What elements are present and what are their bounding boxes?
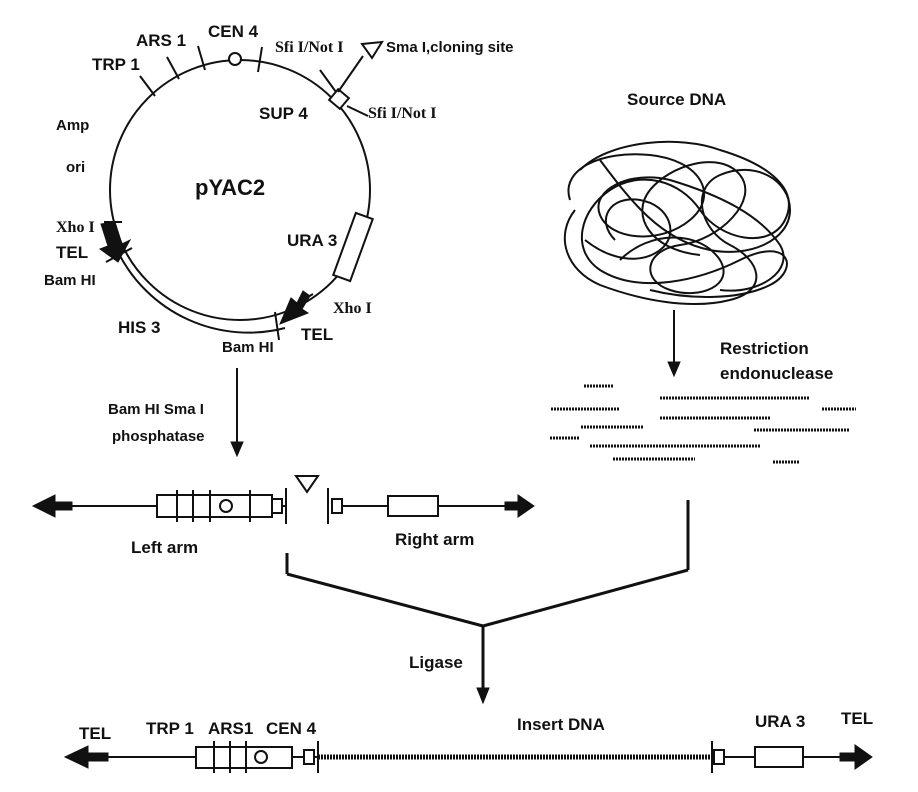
trp1-tick-b [166, 56, 180, 80]
final-cen4: CEN 4 [266, 719, 317, 738]
final-yac: TEL TRP 1 ARS1 CEN 4 Insert DNA URA 3 TE… [63, 709, 873, 773]
final-right-end-box [713, 749, 725, 765]
pyac2-plasmid: ARS 1 CEN 4 TRP 1 Sfi I/Not I Sma I,clon… [44, 22, 514, 356]
label-bam-bottom: Bam HI [222, 339, 274, 356]
cen4-tick [257, 46, 263, 73]
label-ars1: ARS 1 [136, 31, 186, 50]
label-ura3: URA 3 [287, 231, 337, 250]
final-left-end-box [303, 749, 315, 765]
vector-arms: Left arm Right arm [31, 475, 535, 557]
final-tel-right-arrow [839, 744, 873, 770]
digestion-step: Bam HI Sma I phosphatase [108, 368, 244, 458]
restriction-arrow-head [667, 361, 681, 378]
ligation-bracket: Ligase [285, 500, 690, 705]
left-arm-box [156, 494, 273, 518]
label-tel-left: TEL [56, 243, 88, 262]
label-left-arm: Left arm [131, 538, 198, 557]
label-ori: ori [66, 159, 85, 176]
right-arm-ura-box [387, 495, 439, 517]
final-tel-right: TEL [841, 709, 873, 728]
tel-left-arrow [98, 221, 132, 263]
final-left-box [195, 746, 293, 769]
cloning-site-triangle [294, 475, 320, 494]
label-cen4: CEN 4 [208, 22, 259, 41]
ligase-arrow-head [476, 687, 490, 705]
ura3-box [331, 211, 375, 283]
label-sfi-not-bottom: Sfi I/Not I [368, 105, 436, 122]
dna-fragments [550, 384, 856, 464]
final-ars1: ARS1 [208, 719, 253, 738]
label-sma-cloning: Sma I,cloning site [386, 39, 514, 56]
source-dna-title: Source DNA [627, 90, 726, 109]
sma-triangle [360, 40, 384, 60]
label-bam-left: Bam HI [44, 272, 96, 289]
sfi-top-leader [319, 69, 337, 93]
final-cen-circle [254, 750, 268, 764]
dna-tangle [563, 140, 792, 305]
label-right-arm: Right arm [395, 530, 474, 549]
label-xho-left: Xho I [56, 219, 95, 236]
tel-right-arrow [279, 290, 311, 325]
sma-leader [337, 55, 364, 93]
trp1-tick-a [139, 75, 156, 97]
bam-bottom-tick [274, 311, 280, 341]
plasmid-name: pYAC2 [195, 175, 265, 200]
label-amp: Amp [56, 117, 89, 134]
label-xho-right: Xho I [333, 300, 372, 317]
final-tel-left: TEL [79, 724, 111, 743]
cen4-circle-mark [228, 52, 242, 66]
label-tel-right: TEL [301, 325, 333, 344]
right-arm-end-box [331, 498, 343, 514]
sfi-bottom-leader [346, 105, 369, 117]
left-arm-cen-circle [219, 499, 233, 513]
restriction-line2: endonuclease [720, 364, 833, 383]
label-his3: HIS 3 [118, 318, 161, 337]
final-ura-box [754, 746, 804, 768]
final-trp1: TRP 1 [146, 719, 194, 738]
right-arm-tel-arrow [504, 494, 535, 518]
label-sfi-not-top: Sfi I/Not I [275, 39, 343, 56]
left-arm-end-box [271, 498, 283, 514]
sup4-box [327, 87, 351, 111]
final-insert: Insert DNA [517, 715, 605, 734]
his3-arc [117, 251, 286, 334]
digest-line2: phosphatase [112, 428, 205, 445]
label-trp1: TRP 1 [92, 55, 140, 74]
ars1-tick [197, 45, 206, 71]
label-ligase: Ligase [409, 653, 463, 672]
digest-arrow-head [230, 441, 244, 458]
digest-line1: Bam HI Sma I [108, 401, 204, 418]
label-sup4: SUP 4 [259, 104, 308, 123]
final-ura3: URA 3 [755, 712, 805, 731]
restriction-line1: Restriction [720, 339, 809, 358]
source-dna: Source DNA Restriction endonuclease [550, 90, 856, 464]
